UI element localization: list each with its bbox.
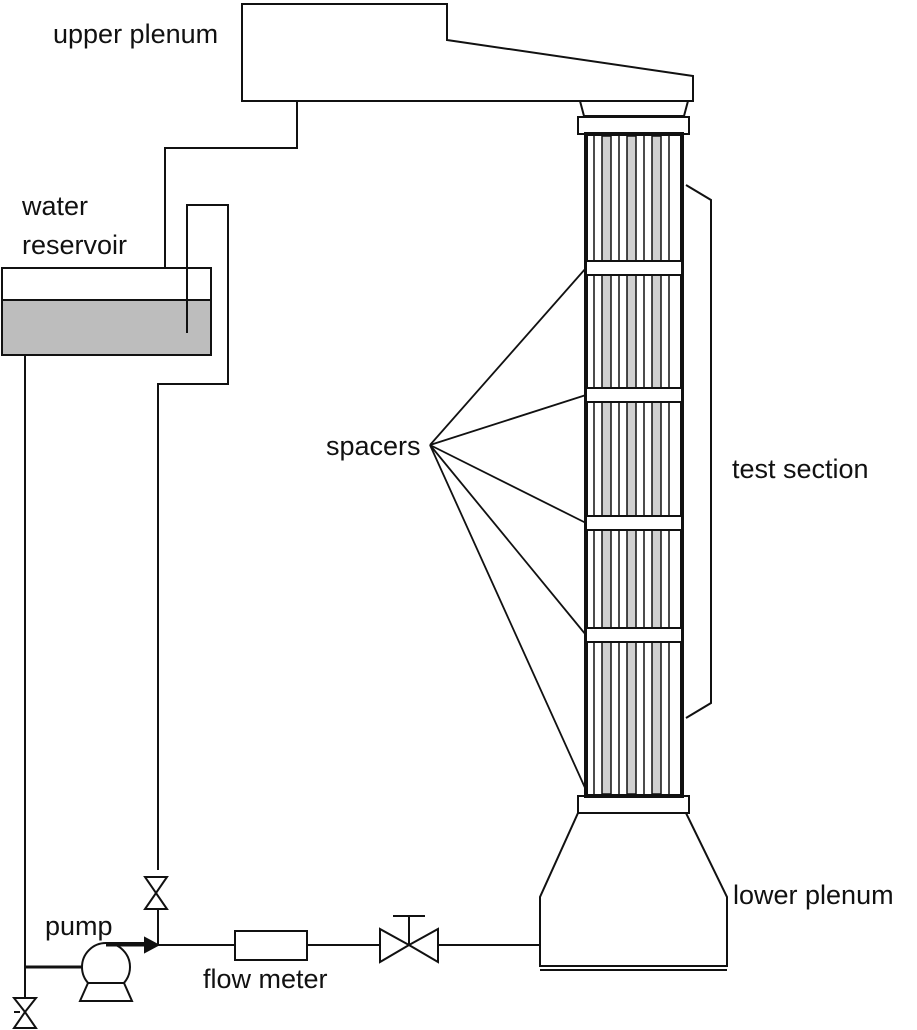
test-section-bracket xyxy=(686,185,711,718)
top-flange xyxy=(578,117,689,134)
bypass-pipe xyxy=(158,205,228,870)
spacer-1 xyxy=(586,261,682,275)
upper-plenum-label: upper plenum xyxy=(53,19,219,49)
flow-meter-label: flow meter xyxy=(203,964,328,994)
test-section-label: test section xyxy=(732,454,869,484)
bypass-valve xyxy=(145,877,167,893)
control-valve xyxy=(380,929,409,962)
lower-plenum-vessel xyxy=(540,813,727,966)
upper-plenum-outlet-neck xyxy=(580,101,688,116)
spacer-3 xyxy=(586,516,682,530)
bottom-flange xyxy=(578,796,689,813)
upper-plenum-vessel xyxy=(242,4,693,101)
spacers-label: spacers xyxy=(326,431,421,461)
spacer-2 xyxy=(586,388,682,402)
rod-bundle xyxy=(594,136,669,794)
lower-plenum-label: lower plenum xyxy=(733,880,894,910)
flow-meter xyxy=(235,931,307,960)
drain-valve xyxy=(14,998,36,1012)
pump-label: pump xyxy=(45,911,113,941)
spacer-4 xyxy=(586,628,682,642)
reservoir-water xyxy=(3,300,210,354)
spacer-leader-lines xyxy=(430,268,586,790)
water-reservoir-label-line2: reservoir xyxy=(22,230,128,260)
water-reservoir-label-line1: water xyxy=(22,191,89,221)
